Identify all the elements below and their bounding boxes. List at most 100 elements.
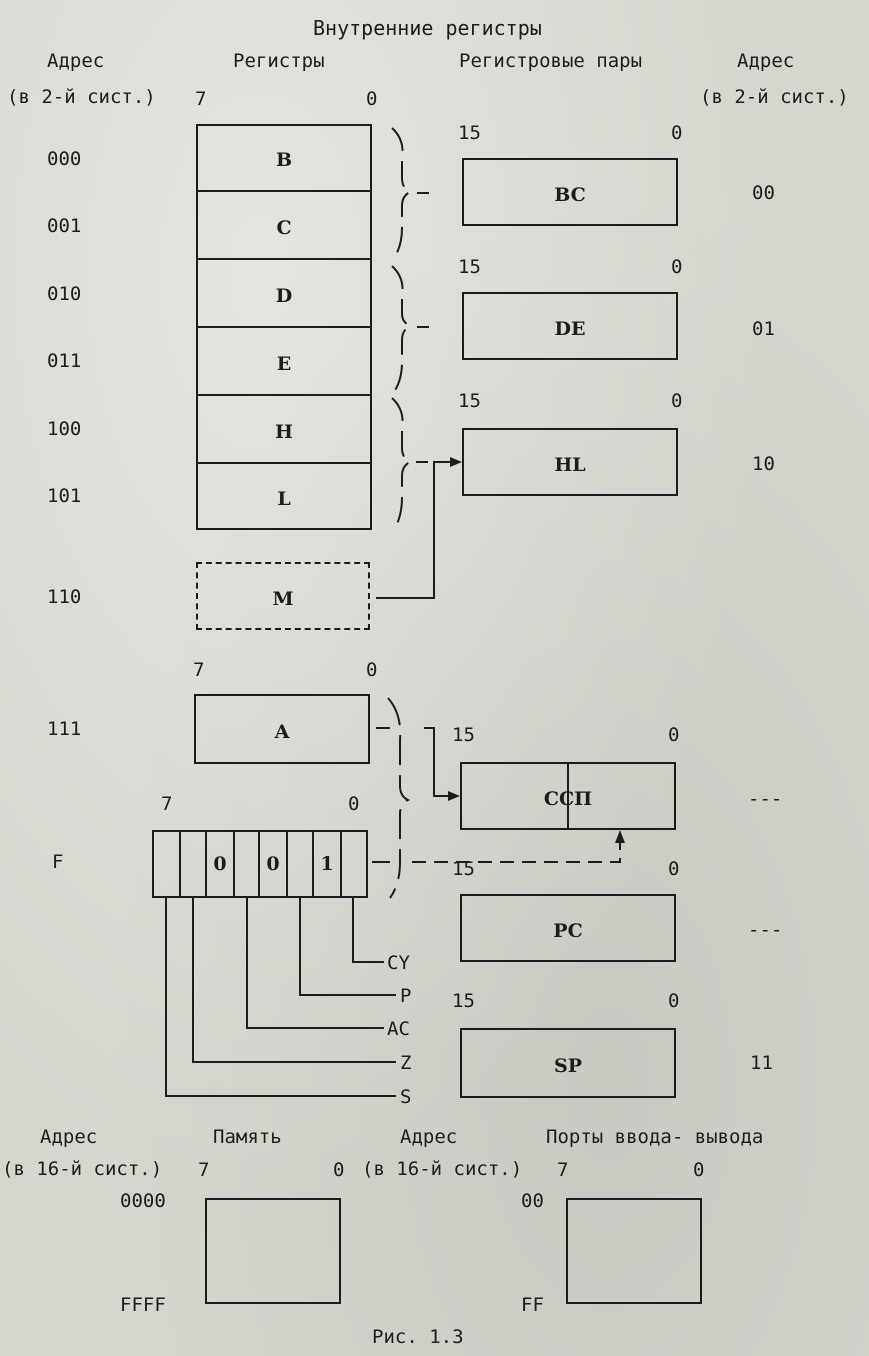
- sp-bit-15-label: 15: [452, 990, 475, 1012]
- register-a-label: A: [274, 721, 290, 743]
- arrowhead-psw-f: [615, 830, 625, 843]
- flag-cy-label: CY: [387, 952, 410, 974]
- flag-bit-1-value: 1: [320, 853, 334, 875]
- m-to-hl-line: [376, 461, 452, 599]
- flag-ac-label: AC: [387, 1018, 410, 1040]
- reg-addr-l: 101: [47, 485, 82, 507]
- reg-addr-e: 011: [47, 350, 82, 372]
- hl-bit-15-label: 15: [458, 390, 481, 412]
- memory-bit-0-label: 0: [333, 1159, 345, 1181]
- flag-p-line: [299, 898, 396, 996]
- sp-bit-0-label: 0: [668, 990, 680, 1012]
- ports-start-addr: 00: [521, 1190, 544, 1212]
- register-c-label: C: [276, 217, 292, 239]
- bit-7-label: 7: [195, 88, 207, 110]
- memory-address-system: (в 16-й сист.): [2, 1158, 163, 1180]
- register-l-label: L: [277, 488, 291, 510]
- register-e-label: E: [276, 353, 292, 375]
- flag-z-line: [192, 898, 396, 1063]
- pair-hl-label: HL: [554, 454, 586, 476]
- pc-bit-0-label: 0: [668, 858, 680, 880]
- memory-bit-7-label: 7: [198, 1159, 210, 1181]
- flag-s-label: S: [400, 1086, 412, 1108]
- flags-bit-0-label: 0: [348, 793, 360, 815]
- flag-bit-5-value: 0: [213, 853, 227, 875]
- pair-bc: BC: [462, 158, 678, 226]
- bc-bit-15-label: 15: [458, 122, 481, 144]
- a-to-psw-line: [424, 727, 452, 797]
- flag-cy-line: [352, 898, 384, 963]
- memory-end-addr: FFFF: [120, 1294, 166, 1316]
- address-header-right: Адрес: [737, 50, 795, 72]
- f-to-psw-line: [412, 840, 621, 863]
- register-h-label: H: [275, 421, 293, 443]
- de-bit-0-label: 0: [671, 256, 683, 278]
- pair-sp-label: SP: [553, 1055, 582, 1077]
- pc-bit-15-label: 15: [452, 858, 475, 880]
- pair-bc-addr: 00: [752, 182, 775, 204]
- reg-addr-m: 110: [47, 586, 82, 608]
- pair-pc-label: PC: [553, 920, 583, 942]
- ports-block: [566, 1198, 702, 1304]
- register-m-memory: M: [196, 562, 370, 630]
- register-b-label: B: [275, 149, 293, 171]
- pair-hl-addr: 10: [752, 453, 775, 475]
- de-bit-15-label: 15: [458, 256, 481, 278]
- register-pairs-header: Регистровые пары: [459, 50, 643, 72]
- flag-bit-3-value: 0: [266, 853, 280, 875]
- bc-bit-0-label: 0: [671, 122, 683, 144]
- address-system-right: (в 2-й сист.): [700, 86, 849, 108]
- acc-bit-0-label: 0: [366, 659, 378, 681]
- pair-de-addr: 01: [752, 318, 775, 340]
- pair-de-label: DE: [554, 318, 586, 340]
- pair-de: DE: [462, 292, 678, 360]
- reg-addr-f: F: [52, 851, 64, 873]
- flag-ac-line: [246, 898, 384, 1029]
- figure-title: Внутренние регистры: [313, 16, 542, 40]
- ports-bit-7-label: 7: [557, 1159, 569, 1181]
- flag-s-line: [165, 898, 396, 1097]
- register-a: A: [194, 694, 370, 764]
- pair-pc-addr: ---: [748, 919, 783, 941]
- pair-sp: SP: [460, 1028, 676, 1098]
- pair-pc: PC: [460, 894, 676, 962]
- hl-bit-0-label: 0: [671, 390, 683, 412]
- psw-bit-15-label: 15: [452, 724, 475, 746]
- bit-0-label: 0: [366, 88, 378, 110]
- registers-header: Регистры: [233, 50, 325, 72]
- memory-header: Память: [213, 1126, 282, 1148]
- register-d-label: D: [275, 285, 293, 307]
- memory-address-header: Адрес: [40, 1126, 98, 1148]
- flags-bit-7-label: 7: [161, 793, 173, 815]
- arrowhead-psw-a: [448, 791, 460, 801]
- reg-addr-d: 010: [47, 283, 82, 305]
- ports-end-addr: FF: [521, 1294, 544, 1316]
- reg-addr-h: 100: [47, 418, 82, 440]
- memory-start-addr: 0000: [120, 1190, 166, 1212]
- brace-psw: [387, 697, 411, 899]
- address-header-left: Адрес: [47, 50, 105, 72]
- flag-p-label: P: [400, 985, 412, 1007]
- ports-address-header: Адрес: [400, 1126, 458, 1148]
- pair-hl: HL: [462, 428, 678, 496]
- reg-addr-b: 000: [47, 148, 82, 170]
- ports-bit-0-label: 0: [693, 1159, 705, 1181]
- register-l: L: [196, 462, 372, 530]
- acc-bit-7-label: 7: [193, 659, 205, 681]
- brace-hl: [391, 397, 413, 531]
- address-system-left: (в 2-й сист.): [7, 86, 156, 108]
- flag-z-label: Z: [400, 1052, 412, 1074]
- pair-sp-addr: 11: [750, 1052, 773, 1074]
- reg-addr-a: 111: [47, 718, 82, 740]
- figure-caption: Рис. 1.3: [372, 1326, 464, 1348]
- arrowhead-hl: [450, 457, 462, 467]
- pair-psw-addr: ---: [748, 788, 783, 810]
- ports-address-system: (в 16-й сист.): [362, 1158, 523, 1180]
- psw-bit-0-label: 0: [668, 724, 680, 746]
- ports-header: Порты ввода- вывода: [546, 1126, 764, 1148]
- brace-bc: [391, 127, 413, 259]
- memory-block: [205, 1198, 341, 1304]
- reg-addr-c: 001: [47, 215, 82, 237]
